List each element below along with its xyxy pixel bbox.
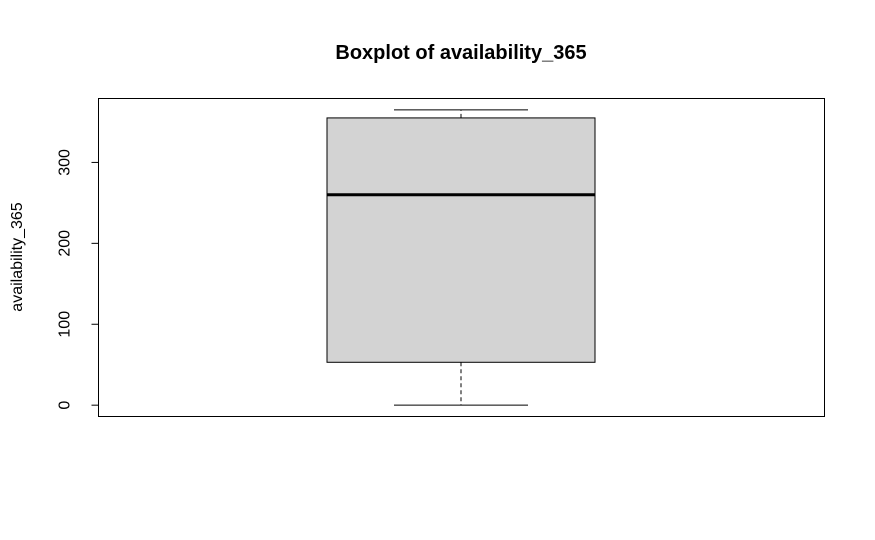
- y-tick-label: 200: [57, 230, 74, 257]
- iqr-box: [326, 117, 596, 363]
- y-tick-label: 0: [57, 401, 74, 410]
- boxplot-box-group: [326, 109, 596, 406]
- chart-title: Boxplot of availability_365: [335, 42, 586, 64]
- y-axis-label: availability_365: [9, 202, 26, 312]
- y-axis-ticks: 0 100 200 300: [57, 149, 99, 410]
- y-tick-label: 300: [57, 149, 74, 176]
- y-tick-label: 100: [57, 311, 74, 338]
